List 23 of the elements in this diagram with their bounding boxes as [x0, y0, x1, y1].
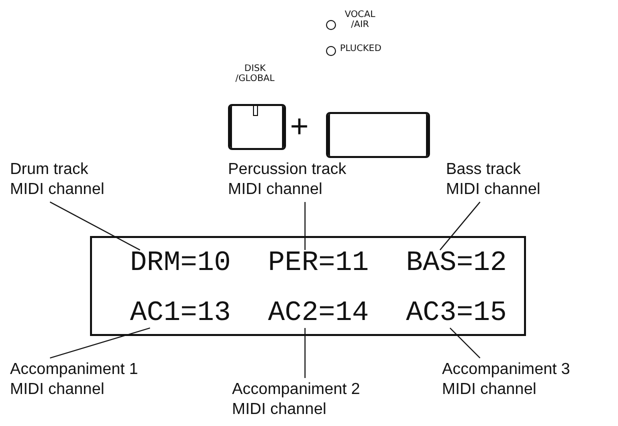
key-label: DISK /GLOBAL — [234, 64, 276, 84]
callout-text: Drum track MIDI channel — [10, 160, 122, 200]
leader-line — [304, 328, 306, 378]
lcd-display — [90, 236, 526, 336]
lcd-value: BAS=12 — [406, 248, 507, 280]
callout-text: Accompaniment 3 MIDI channel — [442, 360, 577, 400]
plus-sign: + — [290, 110, 309, 142]
leader-line — [450, 328, 480, 358]
lcd-value: AC1=13 — [130, 298, 231, 330]
leader-line — [50, 327, 150, 359]
callout-text: Percussion track MIDI channel — [228, 160, 368, 200]
led-label: VOCAL /AIR — [344, 10, 376, 30]
leader-line — [440, 202, 480, 250]
lcd-value: AC3=15 — [406, 298, 507, 330]
callout-text: Bass track MIDI channel — [446, 160, 556, 200]
lcd-value: PER=11 — [268, 248, 369, 280]
lcd-value: AC2=14 — [268, 298, 369, 330]
callout-text: Accompaniment 2 MIDI channel — [232, 380, 367, 420]
callout-text: Accompaniment 1 MIDI channel — [10, 360, 145, 400]
lcd-value: DRM=10 — [130, 248, 231, 280]
leader-line — [50, 202, 140, 250]
leader-line — [304, 202, 306, 250]
led-label: PLUCKED — [340, 44, 382, 54]
